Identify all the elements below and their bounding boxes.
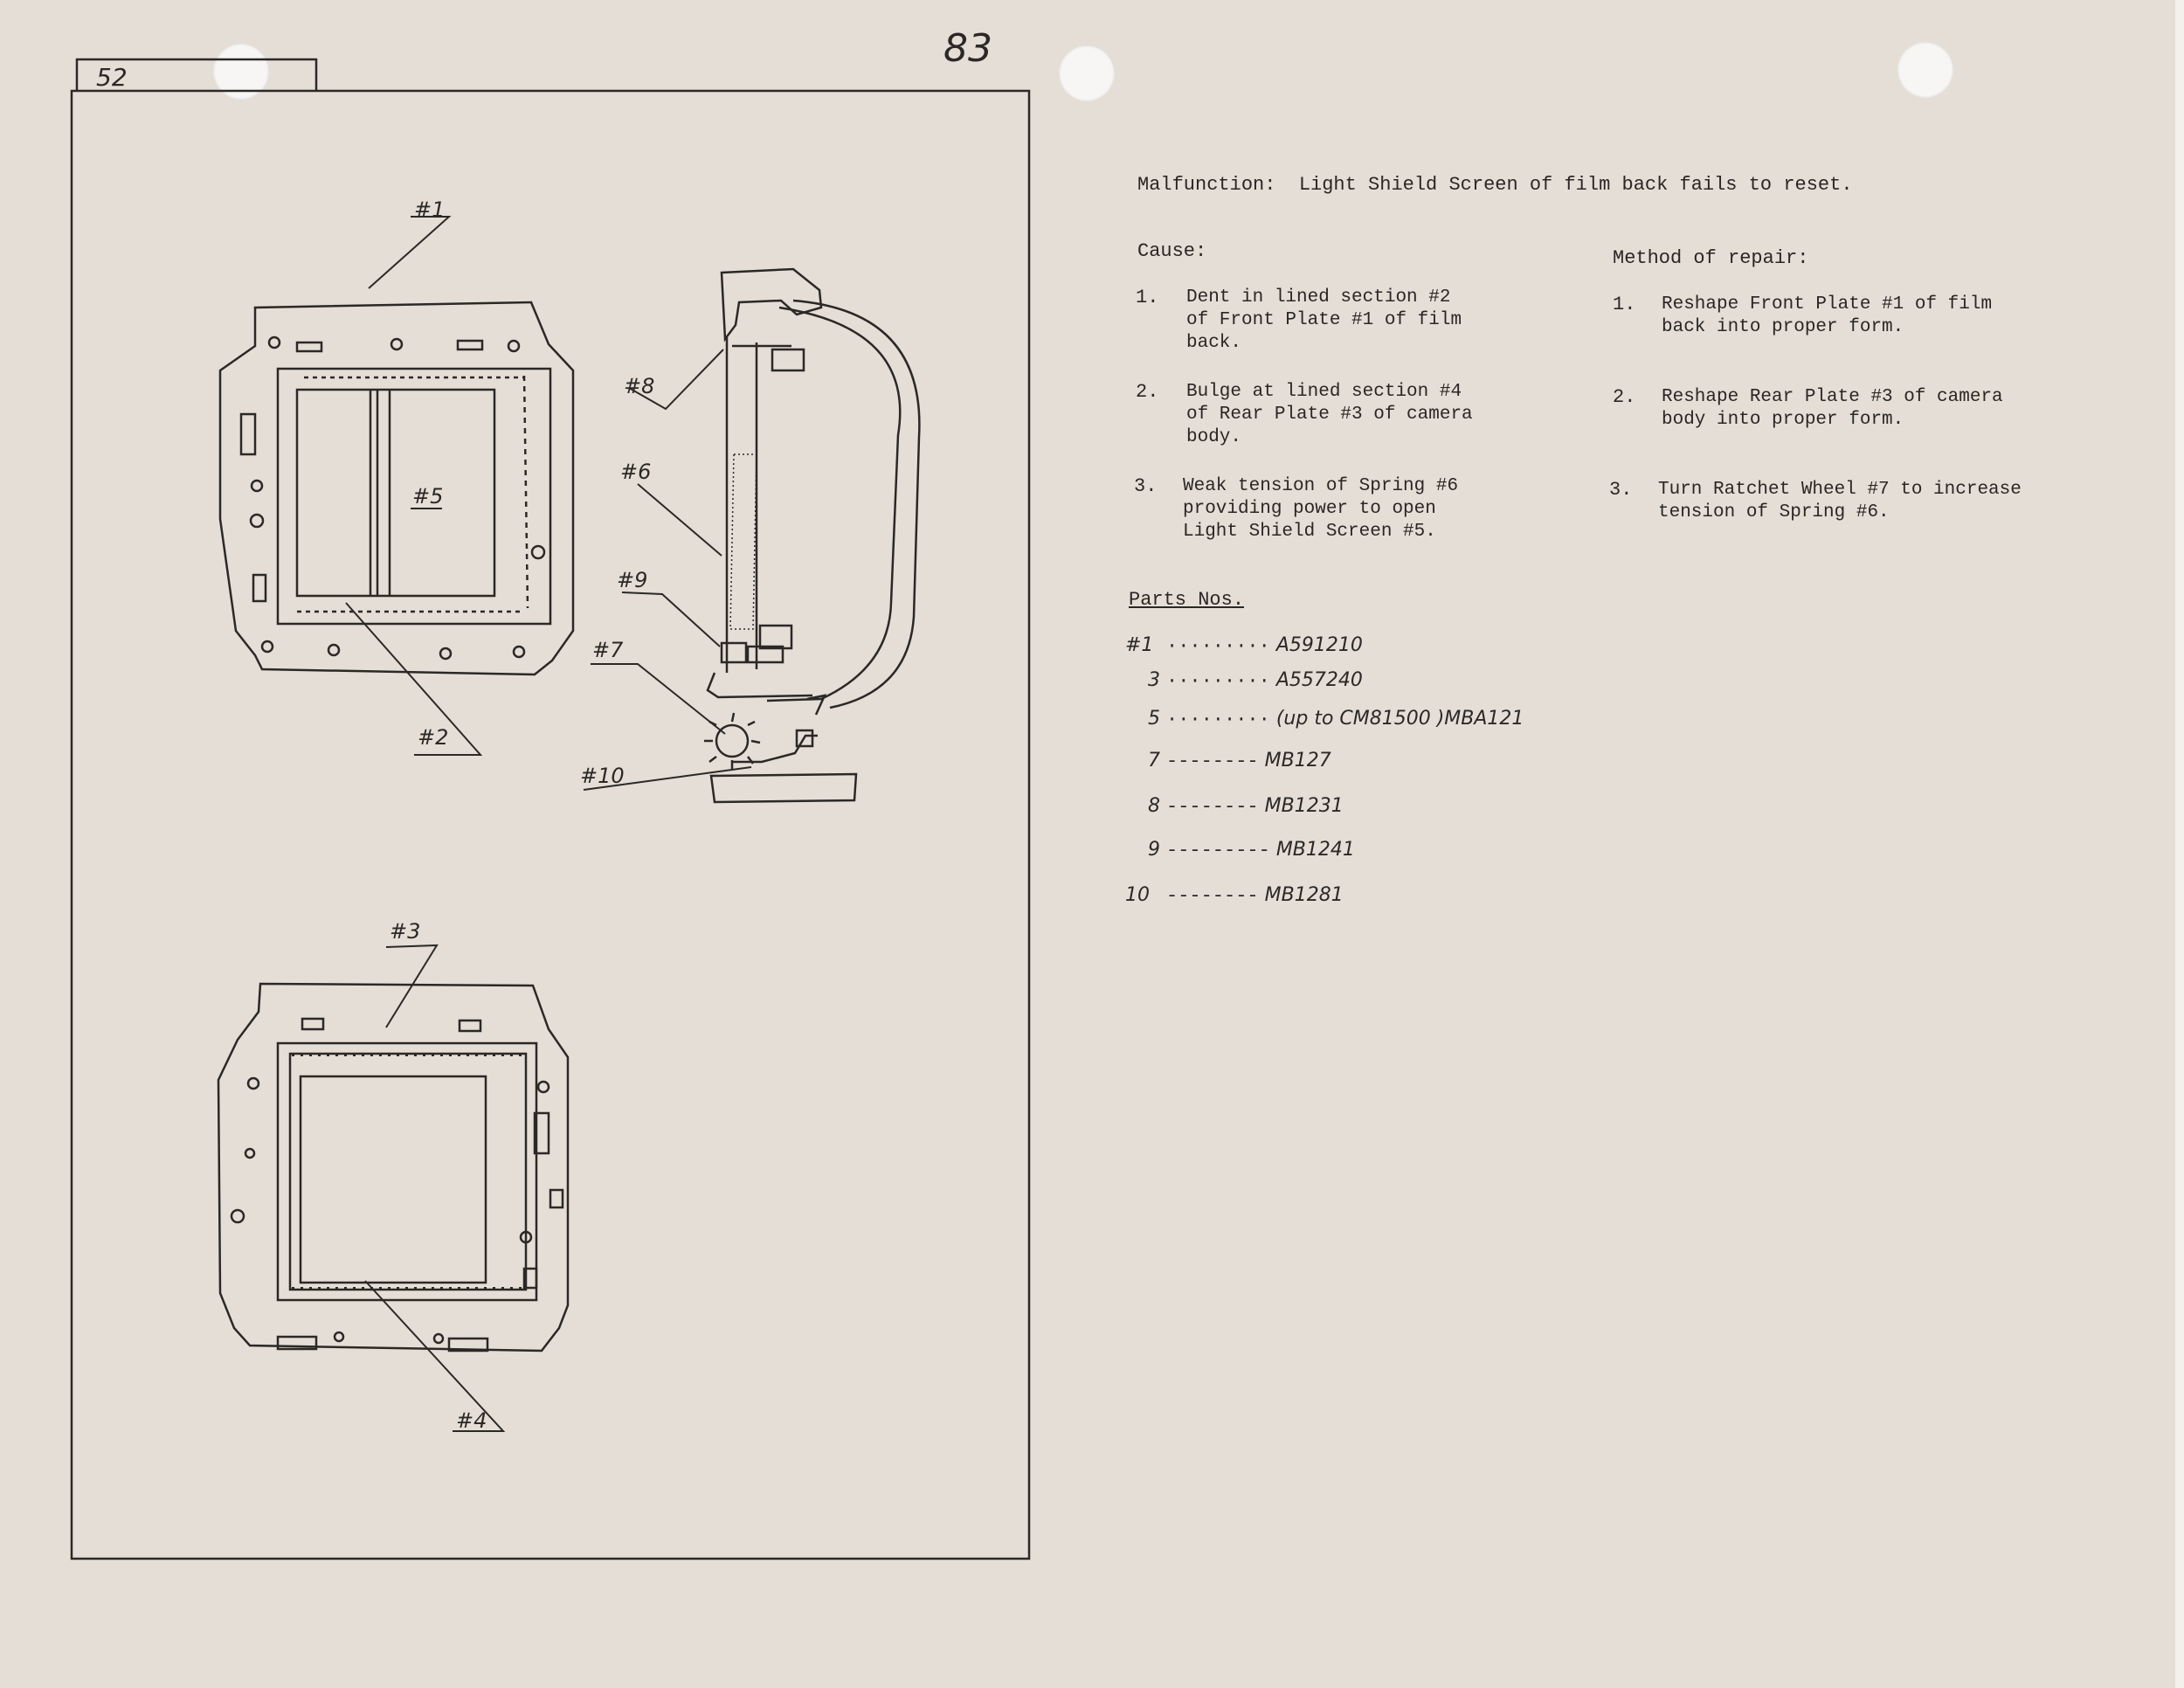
tab-label: 52: [96, 63, 128, 92]
part-num: #1: [1125, 634, 1154, 656]
part-num: 10: [1125, 884, 1150, 906]
callout-1: #1: [414, 197, 445, 222]
repair-item-1-text: Reshape Front Plate #1 of film back into…: [1662, 294, 1993, 337]
cause-item-2-text: Bulge at lined section #4 of Rear Plate …: [1186, 382, 1473, 447]
callout-2: #2: [418, 725, 448, 750]
part-value: (up to CM81500 )MBA121: [1275, 708, 1524, 730]
repair-item-3-text: Turn Ratchet Wheel #7 to increase tensio…: [1658, 480, 2022, 522]
callout-5: #5: [412, 484, 443, 508]
part-dots: ·········: [1166, 635, 1270, 657]
part-value: MB1241: [1275, 839, 1355, 861]
rear-plate-drawing: [217, 982, 570, 1352]
part-value: A557240: [1275, 669, 1363, 691]
cause-item-3-text: Weak tension of Spring #6 providing powe…: [1183, 476, 1459, 542]
part-dots: ·········: [1166, 670, 1270, 692]
repair-title: Method of repair:: [1613, 247, 1809, 269]
repair-item-2-num: 2.: [1613, 386, 1636, 408]
page-edge: [2175, 0, 2184, 1688]
parts-row: 10 -------- MB1281: [1125, 884, 1344, 907]
parts-row: 8 -------- MB1231: [1125, 795, 1344, 818]
repair-item-2-text: Reshape Rear Plate #3 of camera body int…: [1662, 387, 2003, 430]
part-dots: --------: [1166, 885, 1259, 907]
part-value: MB1231: [1264, 795, 1344, 817]
callout-8: #8: [624, 374, 654, 398]
part-num: 8: [1148, 795, 1160, 817]
cause-item-3-num: 3.: [1134, 475, 1158, 497]
tab-frame: [75, 58, 318, 91]
part-dots: --------: [1166, 751, 1259, 772]
part-num: 5: [1148, 708, 1160, 730]
part-value: MB1281: [1264, 884, 1344, 906]
callout-6: #6: [620, 460, 651, 484]
callout-leaders: [345, 216, 752, 1432]
part-dots: ·········: [1166, 709, 1270, 730]
callout-4: #4: [456, 1408, 487, 1433]
repair-item-1-num: 1.: [1613, 294, 1636, 315]
parts-diagram: #1 #2 #3 #4 #5 #6 #7 #8 #9 #10: [70, 58, 1031, 1560]
parts-row: 5 ········· (up to CM81500 )MBA121: [1125, 708, 1524, 730]
part-value: A591210: [1275, 634, 1363, 656]
part-dots: --------: [1166, 796, 1259, 818]
part-value: MB127: [1264, 750, 1331, 771]
part-num: 9: [1148, 839, 1160, 861]
callout-7: #7: [592, 638, 624, 662]
malfunction-statement: Malfunction: Light Shield Screen of film…: [1137, 174, 1853, 196]
parts-row: 7 -------- MB127: [1125, 750, 1331, 772]
part-num: 3: [1148, 669, 1160, 691]
front-plate-drawing: [218, 301, 575, 676]
callout-3: #3: [390, 919, 420, 944]
repair-item-3-num: 3.: [1609, 479, 1633, 501]
callout-9: #9: [617, 568, 647, 592]
part-dots: ---------: [1166, 840, 1270, 861]
cause-item-1-text: Dent in lined section #2 of Front Plate …: [1186, 287, 1462, 353]
parts-row: 3 ········· A557240: [1125, 669, 1363, 692]
parts-row: #1 ········· A591210: [1125, 634, 1363, 657]
parts-row: 9 --------- MB1241: [1125, 839, 1355, 861]
diagram-frame: [70, 89, 1031, 1560]
spring-assembly-drawing: [704, 267, 921, 804]
cause-item-2-num: 2.: [1136, 381, 1159, 403]
cause-title: Cause:: [1137, 240, 1207, 262]
punch-hole-middle: [1059, 45, 1115, 101]
callout-10: #10: [580, 764, 625, 788]
page-number: 83: [943, 26, 992, 71]
punch-hole-right: [1897, 42, 1953, 98]
cause-item-1-num: 1.: [1136, 287, 1159, 308]
part-num: 7: [1148, 750, 1160, 771]
parts-title: Parts Nos.: [1129, 589, 1245, 611]
